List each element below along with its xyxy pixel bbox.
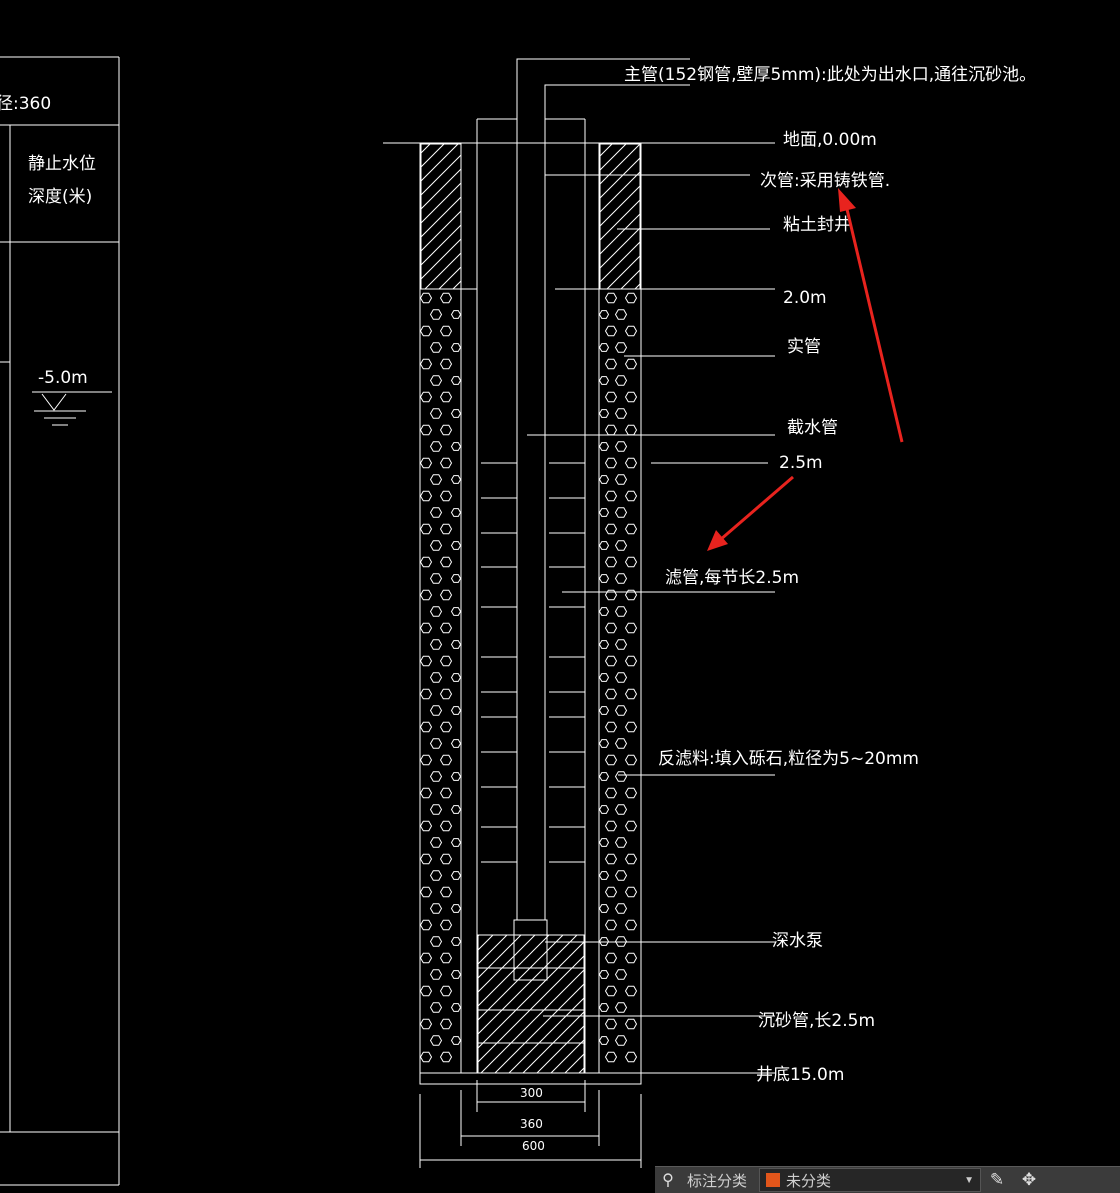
category-dropdown[interactable]: 未分类 ▼: [759, 1168, 982, 1192]
water-level-value: -5.0m: [38, 368, 88, 388]
status-bar: ⚲ 标注分类 未分类 ▼ ✎ ✥: [655, 1166, 1120, 1193]
table-column-title-2: 深度(米): [28, 187, 92, 207]
move-icon[interactable]: ✥: [1021, 1170, 1037, 1189]
dimension-300: 300: [520, 1086, 543, 1100]
well-structure: [383, 58, 775, 1085]
label-clay-seal: 粘土封井: [783, 215, 851, 235]
label-backfill: 反滤料:填入砾石,粒径为5~20mm: [658, 749, 919, 769]
label-pump: 深水泵: [772, 931, 823, 951]
left-table: [0, 56, 120, 1186]
label-bottom: 井底15.0m: [756, 1065, 844, 1085]
red-arrow-secondary-pipe: [838, 188, 904, 443]
category-color-swatch: [766, 1173, 781, 1187]
label-main-pipe: 主管(152钢管,壁厚5mm):此处为出水口,通往沉砂池。: [624, 65, 1036, 85]
table-column-title-1: 静止水位: [28, 154, 96, 174]
label-water-stop-pipe: 截水管: [787, 418, 838, 438]
label-ground: 地面,0.00m: [783, 130, 877, 150]
label-solid-pipe: 实管: [787, 337, 821, 357]
table-header-value: 径:360: [0, 94, 51, 114]
status-label: 标注分类: [687, 1172, 748, 1190]
label-filter-pipe: 滤管,每节长2.5m: [665, 568, 799, 588]
category-value: 未分类: [786, 1172, 832, 1190]
dimension-600: 600: [522, 1139, 545, 1153]
chevron-down-icon: ▼: [964, 1174, 975, 1186]
dimension-360: 360: [520, 1117, 543, 1131]
label-depth-2-5: 2.5m: [779, 453, 823, 473]
label-secondary-pipe: 次管:采用铸铁管.: [760, 171, 890, 191]
label-depth-2: 2.0m: [783, 288, 827, 308]
red-arrow-filter-pipe: [707, 475, 794, 551]
annotation-category-icon[interactable]: ⚲: [662, 1172, 674, 1189]
label-sand-pipe: 沉砂管,长2.5m: [758, 1011, 875, 1031]
edit-icon[interactable]: ✎: [989, 1170, 1005, 1189]
dimension-lines: [419, 1080, 642, 1168]
